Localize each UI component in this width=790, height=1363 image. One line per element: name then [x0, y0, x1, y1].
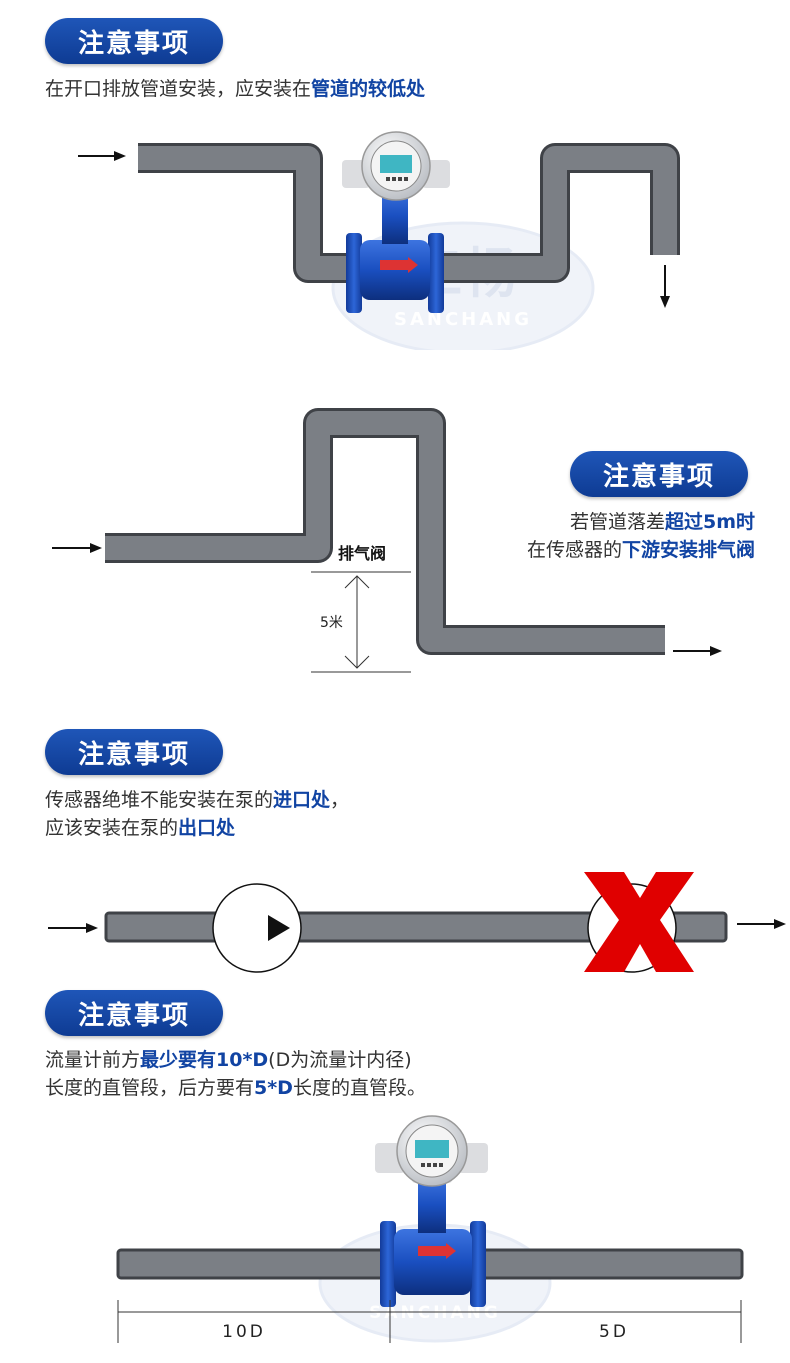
- notice-text-2b-highlight: 下游安装排气阀: [621, 539, 755, 561]
- flowmeter-1: [342, 131, 450, 313]
- notice-text-3b-highlight: 出口处: [178, 817, 236, 839]
- notice-text-3b-plain: 应该安装在泵的: [45, 817, 179, 839]
- notice-badge-2: 注意事项: [570, 451, 748, 497]
- notice-text-4b-tail: 长度的直管段。: [292, 1077, 426, 1099]
- notice-text-3b: 应该安装在泵的出口处: [45, 815, 235, 841]
- notice-text-2a-plain: 若管道落差: [569, 511, 665, 533]
- notice-text-3a-highlight: 进口处: [273, 789, 331, 811]
- notice-text-4a-tail: (D为流量计内径): [268, 1049, 412, 1071]
- diagram-pump-position: [48, 872, 786, 973]
- wrong-position-cross: [584, 872, 694, 972]
- notice-text-4a: 流量计前方最少要有10*D(D为流量计内径): [45, 1047, 412, 1073]
- notice-text-2b: 在传感器的下游安装排气阀: [527, 537, 755, 563]
- notice-text-1-highlight: 管道的较低处: [311, 78, 426, 100]
- notice-text-1-plain: 在开口排放管道安装，应安装在: [45, 78, 312, 100]
- pipe-run-2: [105, 408, 665, 655]
- svg-text:SANCHANG: SANCHANG: [394, 309, 532, 330]
- pump-symbol: [212, 883, 302, 973]
- notice-badge-3: 注意事项: [45, 729, 223, 775]
- diagram-low-point-install: 三畅 SANCHANG: [78, 131, 680, 350]
- height-label: 5米: [320, 615, 343, 631]
- notice-text-2a: 若管道落差超过5m时: [570, 509, 755, 535]
- notice-text-1: 在开口排放管道安装，应安装在管道的较低处: [45, 76, 425, 102]
- diagram-straight-run: 三畅 SANCHANG 10D 5D: [116, 1115, 744, 1343]
- flowmeter-2: [375, 1115, 488, 1307]
- notice-text-3a: 传感器绝堆不能安装在泵的进口处，: [45, 787, 349, 813]
- flow-out-arrow-3: [737, 919, 786, 929]
- notice-text-3a-plain: 传感器绝堆不能安装在泵的: [45, 789, 274, 811]
- notice-badge-4: 注意事项: [45, 990, 223, 1036]
- notice-text-4a-highlight: 最少要有10*D: [140, 1049, 269, 1071]
- height-dimension: [311, 571, 411, 673]
- upstream-length-label: 10D: [222, 1322, 266, 1342]
- flow-in-arrow-3: [48, 923, 98, 933]
- notice-text-4b-plain: 长度的直管段，后方要有: [45, 1077, 255, 1099]
- flow-in-arrow-1: [78, 151, 126, 161]
- straight-run-dimensions: [117, 1300, 742, 1343]
- notice-text-3a-tail: ，: [330, 789, 350, 811]
- notice-text-2b-plain: 在传感器的: [526, 539, 622, 561]
- downstream-length-label: 5D: [599, 1322, 629, 1342]
- notice-text-4b-highlight: 5*D: [254, 1077, 293, 1099]
- notice-badge-1: 注意事项: [45, 18, 223, 64]
- notice-text-4b: 长度的直管段，后方要有5*D长度的直管段。: [45, 1075, 426, 1101]
- diagram-exhaust-valve: 排气阀 5米: [52, 408, 722, 673]
- flow-in-arrow-2: [52, 543, 102, 553]
- flow-out-arrow-2: [673, 646, 722, 656]
- notice-text-4a-plain: 流量计前方: [45, 1049, 141, 1071]
- exhaust-valve-label: 排气阀: [338, 544, 386, 563]
- notice-text-2a-highlight: 超过5m时: [664, 511, 755, 533]
- svg-text:SANCHANG: SANCHANG: [369, 1303, 501, 1323]
